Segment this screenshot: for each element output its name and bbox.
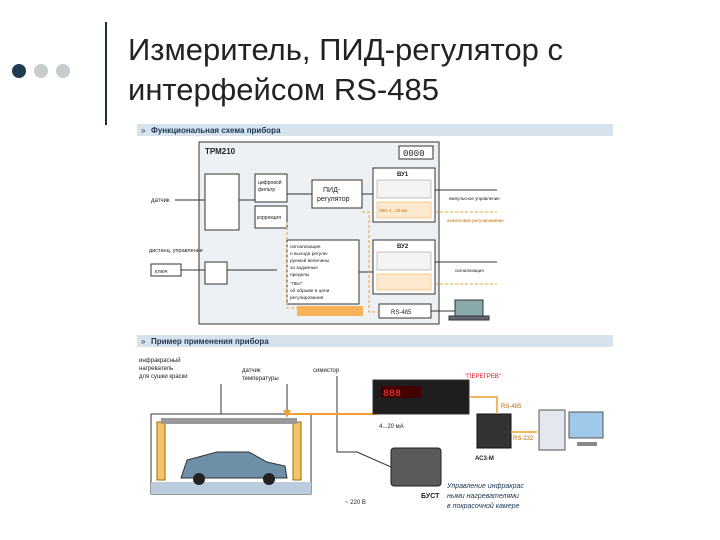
sensor-label: датчик <box>151 198 170 204</box>
svg-text:пределы: пределы <box>290 273 310 278</box>
svg-text:дистанц. управление: дистанц. управление <box>149 248 203 254</box>
svg-text:~ 220 В: ~ 220 В <box>345 500 366 506</box>
svg-text:руемой величины: руемой величины <box>290 257 330 264</box>
svg-text:сигнализация: сигнализация <box>455 268 484 273</box>
svg-text:импульсное управление: импульсное управление <box>449 196 500 201</box>
svg-text:ПИД-: ПИД- <box>323 187 341 194</box>
dot-light-1 <box>34 64 48 78</box>
svg-text:ВУ2: ВУ2 <box>397 244 409 250</box>
svg-text:ными нагревателями: ными нагревателями <box>447 493 519 500</box>
display-value: 0000 <box>403 149 425 159</box>
svg-text:Управление инфракрас: Управление инфракрас <box>446 483 524 490</box>
filter-block <box>254 173 288 203</box>
svg-text:симистор: симистор <box>313 368 340 374</box>
device-model: ТРМ210 <box>205 147 236 156</box>
svg-text:об обрыве в цепи: об обрыве в цепи <box>290 288 330 294</box>
svg-text:RS-485: RS-485 <box>501 404 522 410</box>
device-diagram-figure: » Функциональная схема прибора ТРМ210 00… <box>137 124 613 510</box>
section2-header-band <box>137 335 613 347</box>
svg-text:о выходе регули-: о выходе регули- <box>290 252 329 257</box>
orange-bar <box>297 306 363 316</box>
svg-text:коррекция: коррекция <box>257 215 281 221</box>
svg-text:RS-232: RS-232 <box>513 436 534 442</box>
computer-icon <box>538 409 604 451</box>
bust-module <box>390 447 442 487</box>
svg-text:фильтр: фильтр <box>258 187 275 193</box>
section1-header: Функциональная схема прибора <box>151 126 281 135</box>
input-block <box>204 173 240 231</box>
laptop-icon <box>431 299 490 321</box>
dot-dark <box>12 64 26 78</box>
svg-text:за заданные: за заданные <box>290 266 318 271</box>
svg-text:ВУ1: ВУ1 <box>397 172 409 178</box>
svg-text:RS-485: RS-485 <box>391 310 412 316</box>
svg-text:888: 888 <box>383 389 401 400</box>
svg-text:"ЛБА": "ЛБА" <box>290 281 303 287</box>
svg-text:аналоговое регулирование: аналоговое регулирование <box>447 218 504 223</box>
svg-text:ключ: ключ <box>155 269 168 275</box>
heater-right <box>292 421 302 481</box>
car-icon <box>180 451 288 485</box>
svg-text:»: » <box>141 337 146 346</box>
svg-text:в покрасочной камере: в покрасочной камере <box>447 502 520 510</box>
svg-text:регулятор: регулятор <box>317 196 350 203</box>
svg-text:датчик: датчик <box>242 368 261 374</box>
svg-text:БУСТ: БУСТ <box>421 493 440 500</box>
svg-text:ЛБА 4...20 мА: ЛБА 4...20 мА <box>379 208 408 213</box>
ac3m-converter <box>476 413 512 449</box>
display-box <box>398 145 434 160</box>
section2-header: Пример применения прибора <box>151 337 269 346</box>
svg-text:инфракрасный: инфракрасный <box>139 357 181 364</box>
svg-text:нагреватель: нагреватель <box>139 366 173 372</box>
title-line-1: Измеритель, ПИД-регулятор с <box>128 32 563 67</box>
dot-light-2 <box>56 64 70 78</box>
svg-text:для сушки краски: для сушки краски <box>139 374 188 380</box>
svg-text:АС3-М: АС3-М <box>475 456 494 462</box>
booth-floor <box>151 482 311 494</box>
title-line-2: интерфейсом RS-485 <box>128 72 439 107</box>
svg-text:цифровой: цифровой <box>258 179 282 186</box>
svg-text:»: » <box>141 126 146 135</box>
svg-text:регулирования: регулирования <box>290 296 324 301</box>
slide-title: Измеритель, ПИД-регулятор с интерфейсом … <box>128 30 563 110</box>
title-divider <box>105 22 107 125</box>
svg-text:температуры: температуры <box>242 376 279 382</box>
correction-block <box>254 205 288 229</box>
svg-text:4...20 мА: 4...20 мА <box>379 424 404 430</box>
heater-left <box>156 421 166 481</box>
svg-text:сигнализация: сигнализация <box>290 245 321 250</box>
section1-header-band <box>137 124 613 136</box>
pid-block <box>311 179 363 209</box>
svg-text:"ПЕРЕГРЕВ": "ПЕРЕГРЕВ" <box>465 374 501 380</box>
